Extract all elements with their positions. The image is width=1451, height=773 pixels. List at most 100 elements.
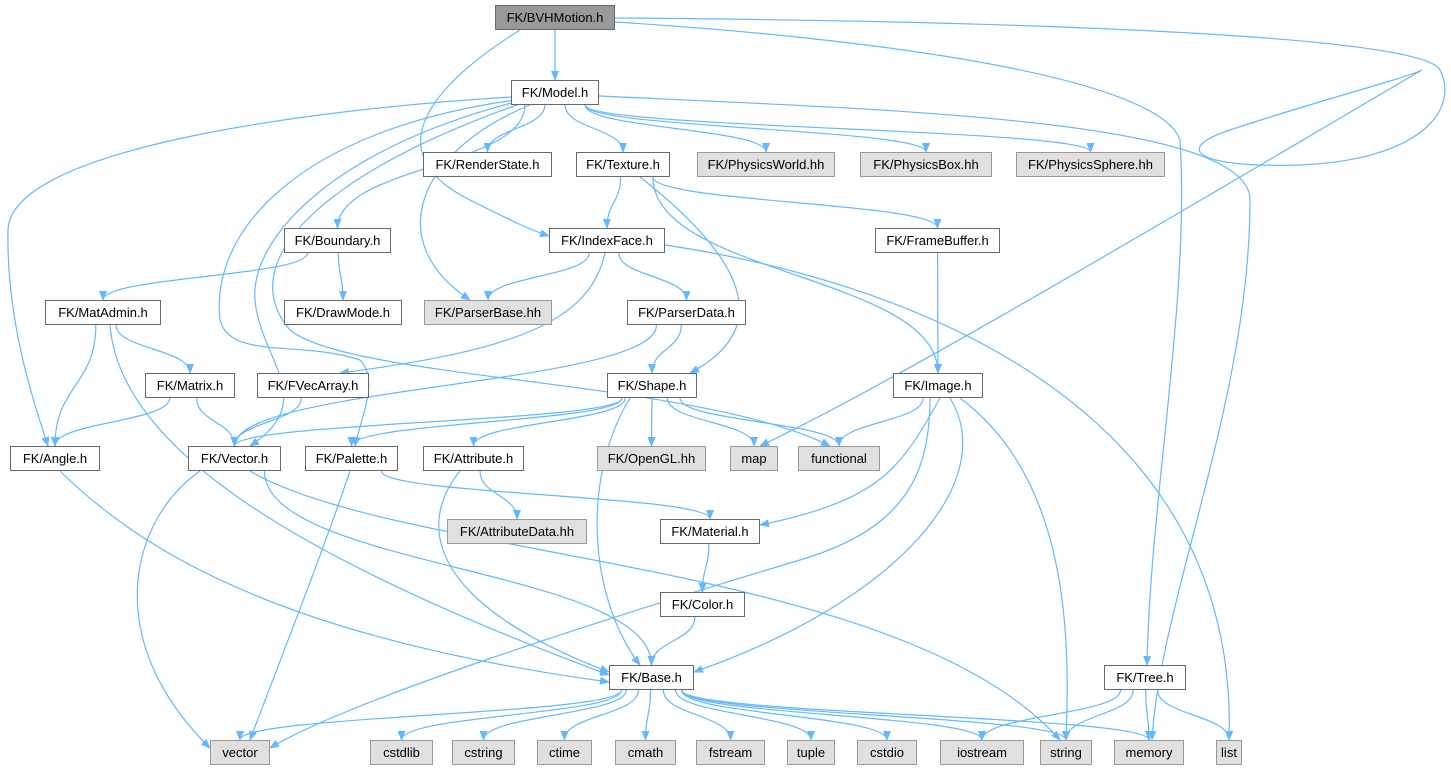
node-iostream[interactable]: iostream — [940, 740, 1024, 765]
edge-fvecarray-to-vectorh — [230, 397, 302, 447]
node-fstream[interactable]: fstream — [696, 740, 765, 765]
edge-texture-to-image — [652, 176, 942, 374]
edge-model-to-physworld — [584, 104, 770, 153]
edge-model-to-physbox — [584, 104, 930, 153]
node-cstring[interactable]: cstring — [452, 740, 515, 765]
node-list[interactable]: list — [1216, 740, 1242, 765]
edge-tree-to-string — [1062, 689, 1134, 741]
edge-model-to-texture — [564, 104, 627, 153]
edge-model-to-physsphere — [584, 104, 1095, 153]
edge-angle-to-base — [59, 470, 610, 685]
edge-image-to-material — [759, 397, 941, 528]
node-model[interactable]: FK/Model.h — [511, 80, 599, 105]
edge-base-to-vector — [236, 689, 623, 741]
edge-texture-to-framebuffer — [652, 176, 942, 229]
node-map[interactable]: map — [730, 446, 778, 471]
edge-vectorh-to-vector — [136, 470, 211, 749]
edge-material-to-color — [698, 543, 710, 593]
edge-shape-to-map — [666, 397, 758, 447]
edge-base-to-cmath — [641, 689, 652, 741]
node-matrix[interactable]: FK/Matrix.h — [145, 373, 235, 398]
edge-image-to-functional — [835, 397, 924, 447]
edge-parserdata-to-vectorh — [230, 324, 658, 447]
edge-tree-to-memory — [1144, 689, 1153, 741]
node-image[interactable]: FK/Image.h — [893, 373, 983, 398]
edge-vectorh-to-string — [249, 470, 1061, 741]
edge-base-to-string — [680, 689, 1070, 741]
edge-matadmin-to-angle — [51, 324, 97, 447]
node-material[interactable]: FK/Material.h — [660, 519, 760, 544]
node-texture[interactable]: FK/Texture.h — [576, 152, 670, 177]
node-boundary[interactable]: FK/Boundary.h — [284, 228, 391, 253]
edge-parserdata-to-shape — [648, 324, 682, 374]
node-cstdlib[interactable]: cstdlib — [370, 740, 433, 765]
node-tree[interactable]: FK/Tree.h — [1104, 665, 1186, 690]
edge-model-to-parserbase — [419, 104, 531, 301]
edge-texture-to-shape — [639, 176, 740, 374]
edge-palette-to-material — [380, 470, 714, 520]
node-parserdata[interactable]: FK/ParserData.h — [627, 300, 746, 325]
edge-bvh-to-indexface — [420, 29, 550, 238]
node-color[interactable]: FK/Color.h — [660, 592, 745, 617]
edge-image-to-base — [693, 397, 964, 673]
edge-palette-to-vector — [249, 470, 351, 741]
edge-base-to-cstring — [479, 689, 627, 741]
edge-color-to-base — [647, 616, 696, 666]
node-tuple[interactable]: tuple — [787, 740, 835, 765]
node-cmath[interactable]: cmath — [615, 740, 676, 765]
edge-base-to-tuple — [674, 689, 815, 741]
node-ctime[interactable]: ctime — [537, 740, 592, 765]
node-framebuffer[interactable]: FK/FrameBuffer.h — [875, 228, 1000, 253]
node-physbox[interactable]: FK/PhysicsBox.hh — [860, 152, 992, 177]
edge-shape-to-base — [596, 397, 641, 666]
edge-tree-to-list — [1157, 689, 1233, 741]
edge-base-to-memory — [680, 689, 1153, 741]
edge-attribute-to-base — [438, 470, 610, 673]
edge-vectorh-to-base — [263, 470, 656, 666]
edge-indexface-to-parserbase — [484, 252, 590, 301]
node-indexface[interactable]: FK/IndexFace.h — [549, 228, 665, 253]
node-matadmin[interactable]: FK/MatAdmin.h — [45, 300, 161, 325]
edge-matrix-to-vectorh — [196, 397, 239, 447]
edge-base-to-cstdlib — [397, 689, 623, 741]
edge-texture-to-indexface — [603, 176, 622, 229]
node-angle[interactable]: FK/Angle.h — [10, 446, 100, 471]
node-physsphere[interactable]: FK/PhysicsSphere.hh — [1016, 152, 1165, 177]
node-cstdio[interactable]: cstdio — [857, 740, 917, 765]
edge-attribute-to-attributedata — [479, 470, 521, 520]
node-parserbase[interactable]: FK/ParserBase.hh — [424, 300, 552, 325]
edge-bvh-to-map — [614, 17, 1446, 447]
node-vector[interactable]: vector — [210, 740, 270, 765]
node-renderstate[interactable]: FK/RenderState.h — [423, 152, 552, 177]
edge-base-to-iostream — [680, 689, 986, 741]
edge-model-to-angle — [7, 96, 512, 447]
node-base[interactable]: FK/Base.h — [609, 665, 694, 690]
node-bvh[interactable]: FK/BVHMotion.h — [495, 5, 615, 30]
node-attribute[interactable]: FK/Attribute.h — [423, 446, 524, 471]
edge-base-to-ctime — [560, 689, 640, 741]
node-palette[interactable]: FK/Palette.h — [305, 446, 398, 471]
edge-bvh-to-tree — [614, 21, 1183, 666]
node-string[interactable]: string — [1040, 740, 1092, 765]
edge-image-to-string — [959, 397, 1071, 741]
node-attributedata[interactable]: FK/AttributeData.hh — [447, 519, 587, 544]
edge-shape-to-vectorh — [230, 397, 623, 447]
node-shape[interactable]: FK/Shape.h — [607, 373, 697, 398]
node-opengl[interactable]: FK/OpenGL.hh — [597, 446, 706, 471]
edge-base-to-cstdio — [680, 689, 891, 741]
edge-shape-to-functional — [679, 397, 843, 447]
edge-indexface-to-list — [664, 244, 1234, 741]
edge-matadmin-to-base — [109, 324, 610, 676]
node-fvecarray[interactable]: FK/FVecArray.h — [257, 373, 369, 398]
edge-base-to-fstream — [662, 689, 735, 741]
edge-shape-to-palette — [347, 397, 623, 447]
edge-image-to-vector — [269, 397, 931, 749]
edge-boundary-to-matadmin — [99, 252, 309, 301]
node-functional[interactable]: functional — [798, 446, 880, 471]
edge-indexface-to-fvecarray — [339, 252, 606, 376]
node-vectorh[interactable]: FK/Vector.h — [188, 446, 281, 471]
node-drawmode[interactable]: FK/DrawMode.h — [284, 300, 402, 325]
node-memory[interactable]: memory — [1114, 740, 1184, 765]
node-physworld[interactable]: FK/PhysicsWorld.hh — [697, 152, 835, 177]
